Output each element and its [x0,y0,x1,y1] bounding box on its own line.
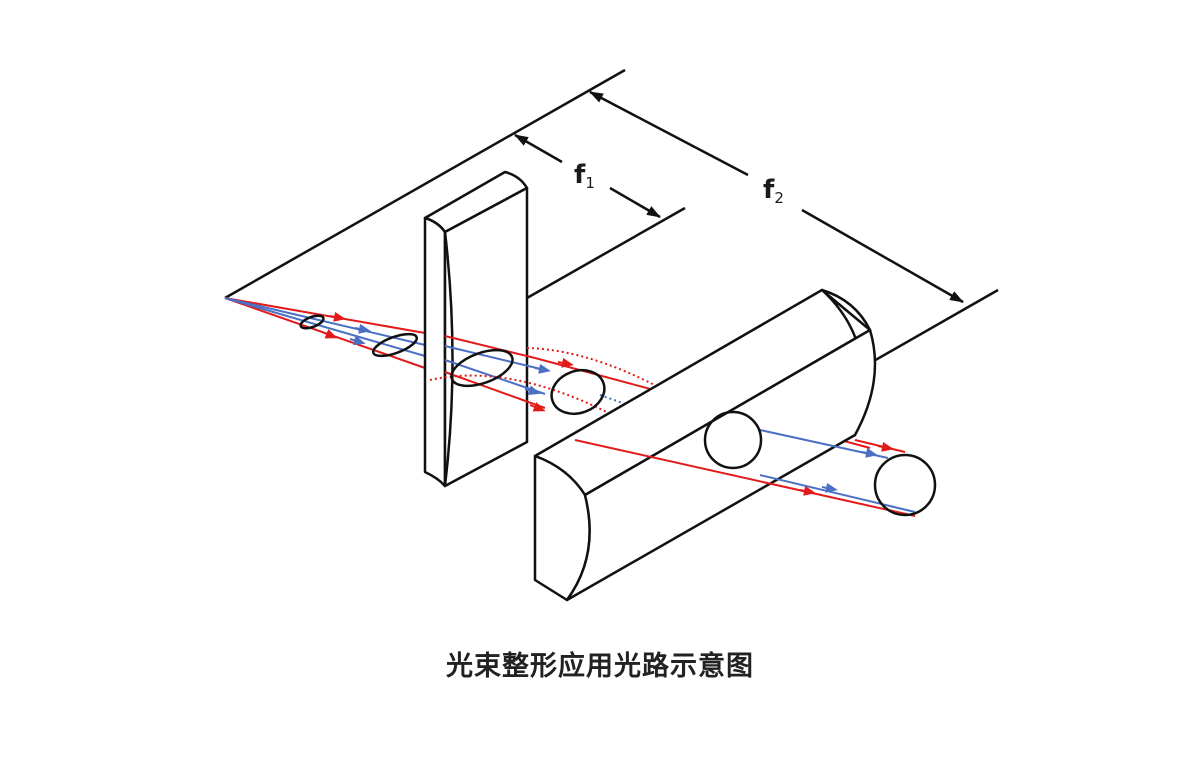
blue-ray-upper-a [224,297,426,346]
cylindrical-lens-1 [423,170,529,488]
blue-arrow-2 [349,335,366,346]
red-ray-lower-c [574,439,916,517]
f2-label: f2 [763,175,784,207]
f1-arrow-lower [609,186,661,219]
red-arrow-6 [799,485,816,496]
f2-arrow-lower [801,208,964,304]
blue-arrow-4 [524,385,541,396]
beam-sections-front [299,314,419,358]
blue-ray-lower-c [759,474,916,513]
rays-after-lens2 [574,429,916,517]
focal-plane-1-line [526,206,686,300]
blue-arrow-6 [821,482,838,493]
red-ray-lower-b [444,371,546,409]
reference-lines [224,68,999,364]
blue-ray-lower-a [224,297,426,357]
beam-section-5 [703,410,763,470]
blue-arrow-1 [354,323,371,334]
axis-line-main [224,68,626,300]
red-arrow-5 [877,441,894,452]
red-ray-upper-a [224,297,426,334]
red-arrow-1 [329,311,346,322]
beam-section-4 [550,368,606,416]
blue-arrow-5 [861,447,878,458]
f1-label-main: f [574,160,586,190]
red-arrow-2 [321,329,338,339]
f1-arrow-upper [514,133,563,164]
f1-label-sub: 1 [585,174,595,192]
f2-label-main: f [763,175,775,205]
beam-section-3 [450,348,514,388]
red-arrow-4 [529,402,546,412]
dimension-arrows [514,90,964,304]
beam-section-2 [371,332,419,358]
beam-section-1 [299,314,325,330]
rays-before-lens1 [224,297,426,369]
blue-ray-upper-b [444,345,546,371]
focal-plane-2-line [871,288,999,364]
beam-section-6 [873,453,937,517]
lens1-side-face [443,186,529,488]
lens1-front-face [423,216,447,488]
figure-caption: 光束整形应用光路示意图 [446,651,754,682]
lens1-curve [443,231,454,487]
f2-arrow-upper [589,90,749,177]
f2-label-sub: 2 [774,189,784,207]
beam-sections-middle [450,348,606,416]
beam-sections-output [703,410,937,517]
blue-arrow-3 [534,363,551,374]
red-arrow-3 [557,357,574,368]
f1-label: f1 [574,160,595,192]
